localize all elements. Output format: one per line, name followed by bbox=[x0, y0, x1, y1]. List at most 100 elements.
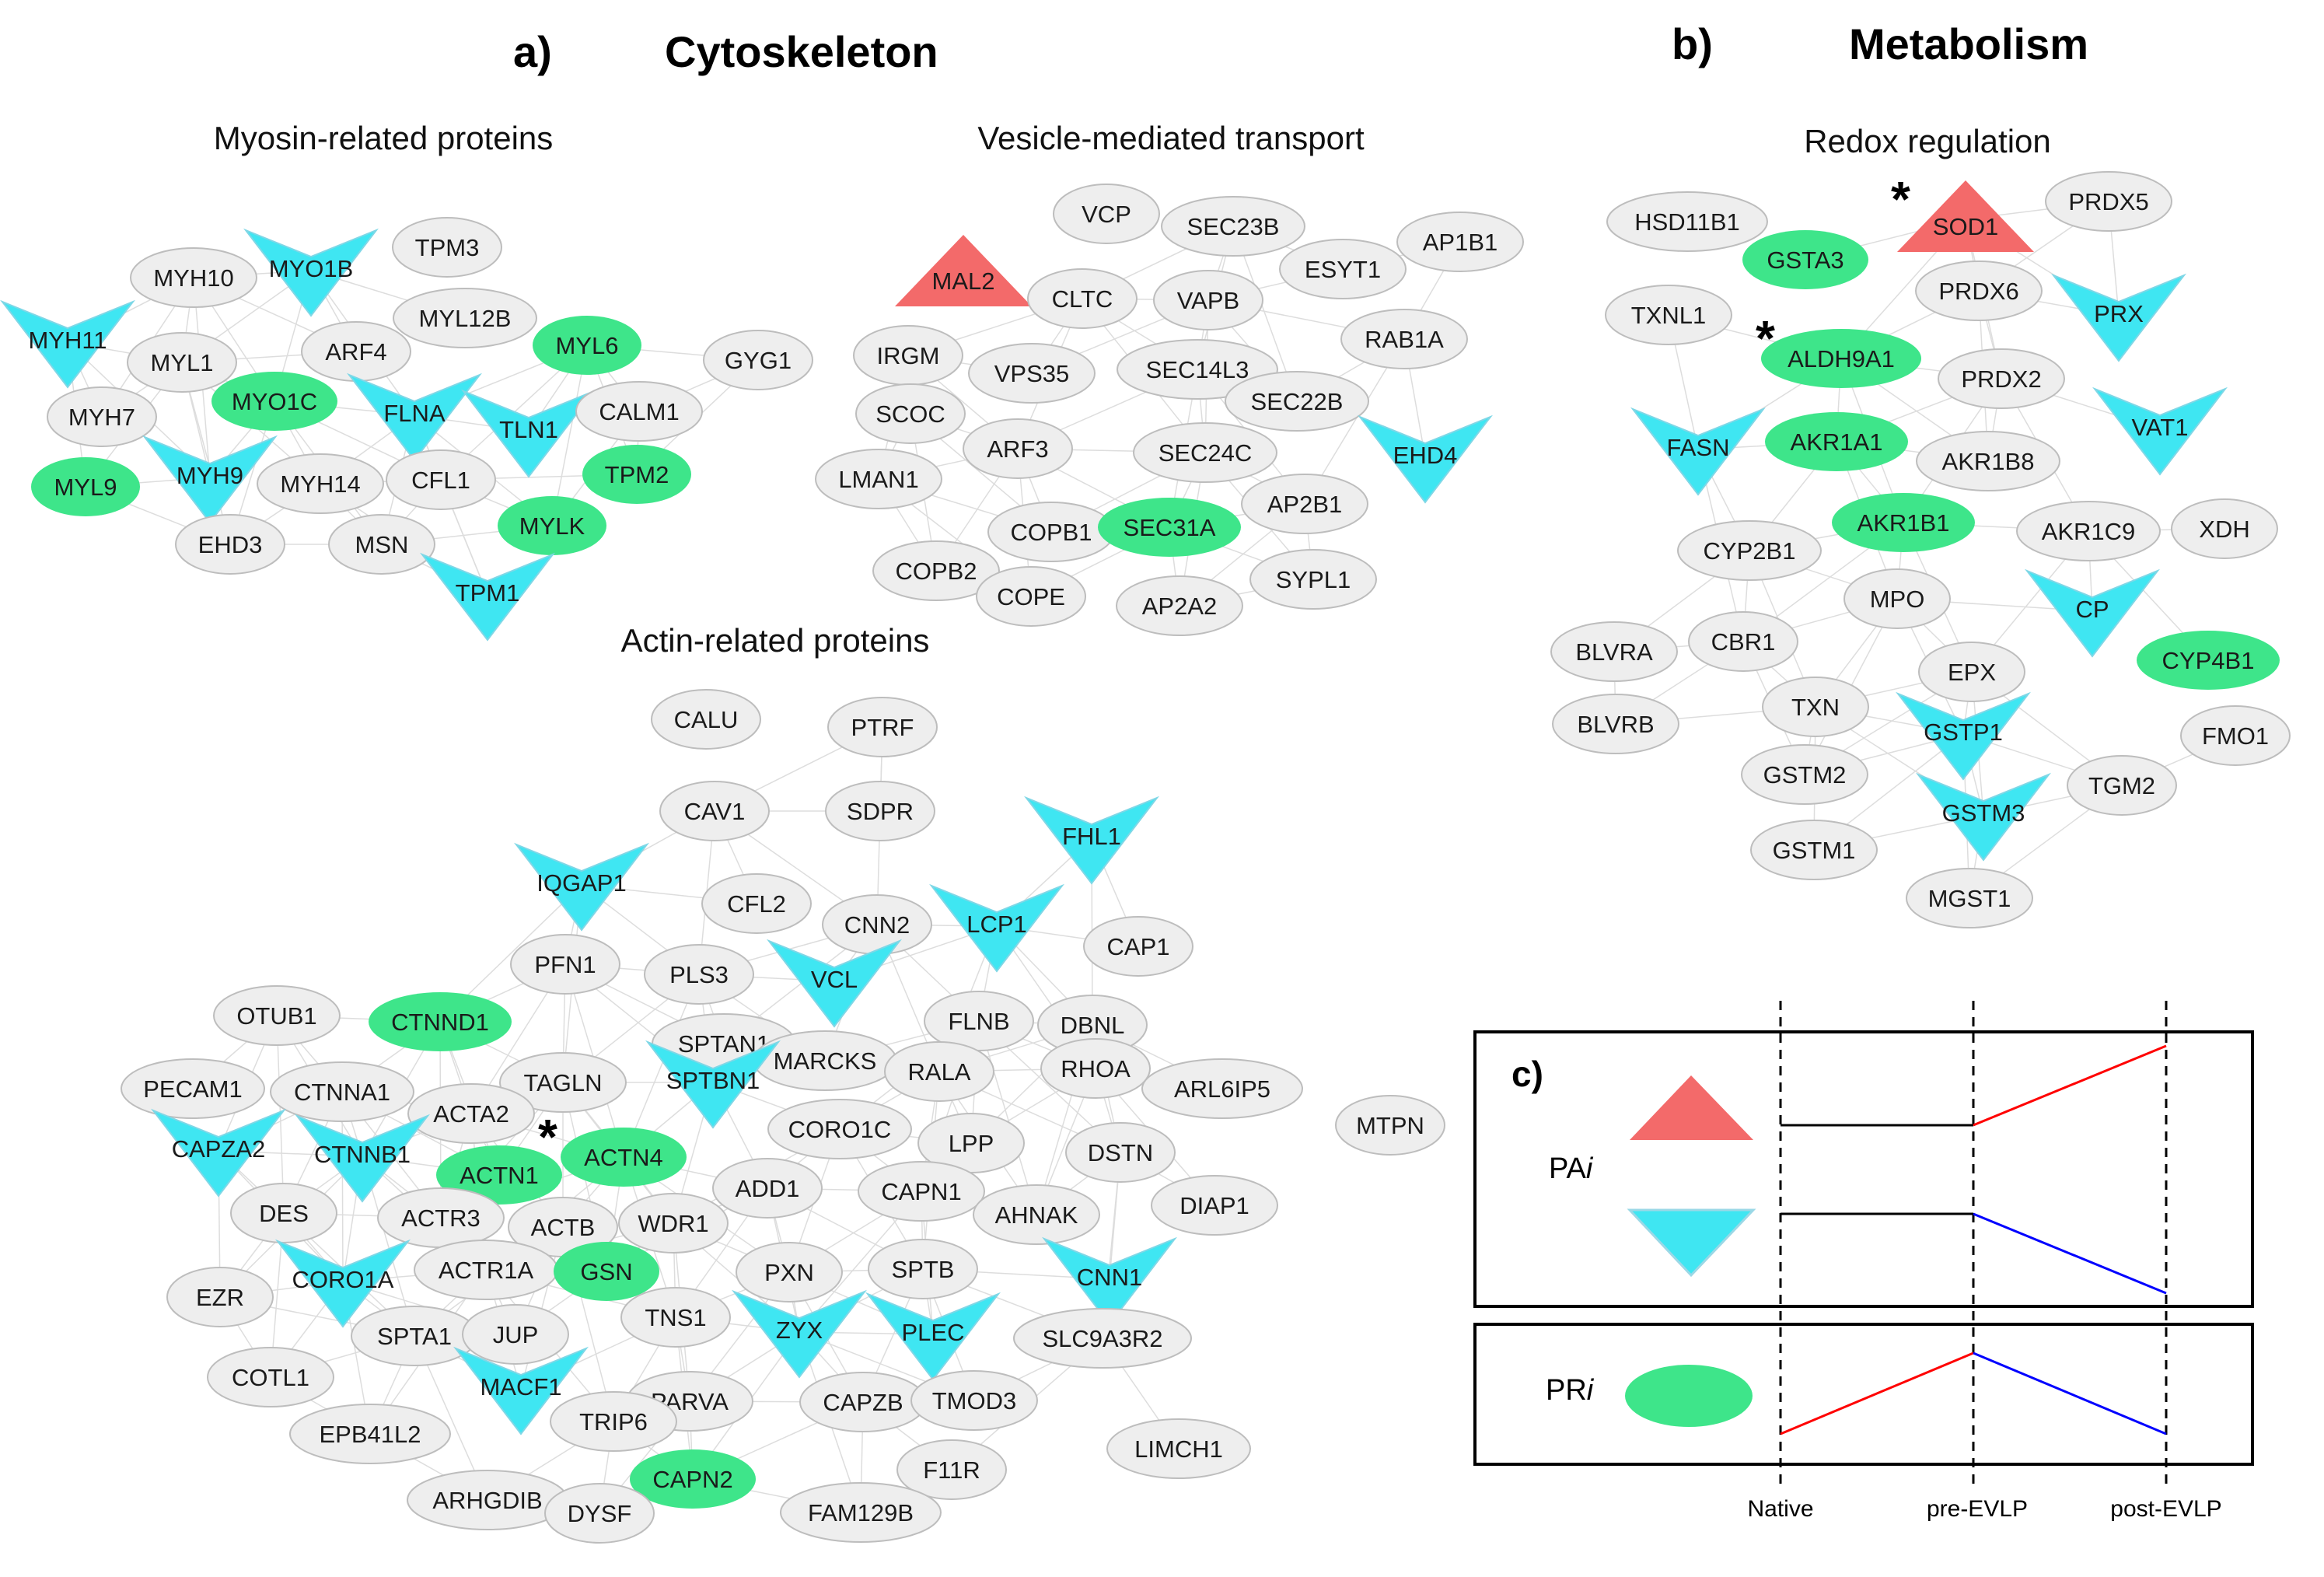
node-slc9a3r2[interactable]: SLC9A3R2 bbox=[1013, 1308, 1192, 1369]
node-limch1[interactable]: LIMCH1 bbox=[1106, 1418, 1251, 1479]
node-scoc[interactable]: SCOC bbox=[855, 383, 966, 444]
node-copb2[interactable]: COPB2 bbox=[872, 540, 1000, 601]
node-arhgdib[interactable]: ARHGDIB bbox=[407, 1470, 568, 1530]
node-vps35[interactable]: VPS35 bbox=[968, 343, 1096, 404]
node-cope[interactable]: COPE bbox=[976, 566, 1086, 627]
node-prdx6[interactable]: PRDX6 bbox=[1915, 261, 2043, 321]
node-vcl[interactable]: VCL bbox=[766, 939, 903, 1028]
node-mgst1[interactable]: MGST1 bbox=[1906, 868, 2033, 928]
node-sypl1[interactable]: SYPL1 bbox=[1249, 549, 1377, 610]
node-irgm[interactable]: IRGM bbox=[853, 325, 963, 386]
node-xdh[interactable]: XDH bbox=[2171, 498, 2278, 559]
node-copb1[interactable]: COPB1 bbox=[987, 502, 1115, 562]
node-akr1a1[interactable]: AKR1A1 bbox=[1765, 412, 1908, 471]
node-prx[interactable]: PRX bbox=[2050, 273, 2187, 362]
node-aldh9a1[interactable]: ALDH9A1* bbox=[1756, 310, 1921, 388]
node-dysf[interactable]: DYSF bbox=[544, 1483, 655, 1544]
node-pxn[interactable]: PXN bbox=[736, 1242, 843, 1303]
node-gsta3[interactable]: GSTA3 bbox=[1742, 230, 1868, 289]
node-ehd4[interactable]: EHD4 bbox=[1357, 414, 1494, 504]
node-akr1b1[interactable]: AKR1B1 bbox=[1832, 493, 1975, 552]
node-jup[interactable]: JUP bbox=[462, 1304, 569, 1365]
node-capn1[interactable]: CAPN1 bbox=[858, 1161, 985, 1222]
node-gstm1[interactable]: GSTM1 bbox=[1750, 820, 1878, 880]
node-ctnna1[interactable]: CTNNA1 bbox=[270, 1061, 414, 1122]
node-actr3[interactable]: ACTR3 bbox=[377, 1187, 505, 1248]
node-tgm2[interactable]: TGM2 bbox=[2067, 755, 2177, 816]
node-capza2[interactable]: CAPZA2 bbox=[150, 1108, 287, 1198]
node-ap1b1[interactable]: AP1B1 bbox=[1396, 212, 1524, 272]
node-sec22b[interactable]: SEC22B bbox=[1225, 371, 1369, 432]
node-tmod3[interactable]: TMOD3 bbox=[910, 1370, 1038, 1431]
node-ptrf[interactable]: PTRF bbox=[827, 697, 938, 757]
node-pfn1[interactable]: PFN1 bbox=[510, 934, 620, 995]
node-actb[interactable]: ACTB bbox=[508, 1197, 618, 1257]
node-cav1[interactable]: CAV1 bbox=[659, 781, 770, 841]
node-add1[interactable]: ADD1 bbox=[712, 1158, 823, 1219]
node-epx[interactable]: EPX bbox=[1918, 642, 2025, 702]
node-mylk[interactable]: MYLK bbox=[498, 496, 606, 555]
node-sec31a[interactable]: SEC31A bbox=[1098, 498, 1241, 557]
node-blvrb[interactable]: BLVRB bbox=[1552, 694, 1679, 754]
node-marcks[interactable]: MARCKS bbox=[753, 1030, 897, 1091]
node-tagln[interactable]: TAGLN bbox=[499, 1052, 627, 1113]
node-rhoa[interactable]: RHOA bbox=[1040, 1038, 1151, 1099]
node-rab1a[interactable]: RAB1A bbox=[1340, 309, 1468, 369]
node-arf4[interactable]: ARF4 bbox=[301, 321, 411, 382]
node-ctnnb1[interactable]: CTNNB1 bbox=[294, 1114, 431, 1203]
node-vat1[interactable]: VAT1 bbox=[2092, 386, 2228, 476]
node-mal2[interactable]: MAL2 bbox=[895, 235, 1032, 306]
node-esyt1[interactable]: ESYT1 bbox=[1279, 239, 1407, 299]
node-blvra[interactable]: BLVRA bbox=[1550, 621, 1678, 682]
node-vapb[interactable]: VAPB bbox=[1153, 270, 1263, 330]
node-prdx5[interactable]: PRDX5 bbox=[2045, 171, 2172, 232]
node-cap1[interactable]: CAP1 bbox=[1083, 916, 1193, 977]
node-cbr1[interactable]: CBR1 bbox=[1688, 611, 1798, 672]
node-cyp4b1[interactable]: CYP4B1 bbox=[2137, 631, 2280, 690]
node-cnn2[interactable]: CNN2 bbox=[822, 894, 932, 955]
node-arl6ip5[interactable]: ARL6IP5 bbox=[1141, 1058, 1303, 1119]
node-fam129b[interactable]: FAM129B bbox=[780, 1482, 942, 1543]
node-fmo1[interactable]: FMO1 bbox=[2180, 705, 2291, 766]
node-ap2a2[interactable]: AP2A2 bbox=[1116, 575, 1243, 636]
node-cfl1[interactable]: CFL1 bbox=[386, 449, 496, 510]
node-capn2[interactable]: CAPN2 bbox=[630, 1449, 756, 1509]
node-myl9[interactable]: MYL9 bbox=[31, 457, 140, 516]
node-acta2[interactable]: ACTA2 bbox=[407, 1083, 535, 1144]
node-lman1[interactable]: LMAN1 bbox=[815, 449, 942, 509]
node-zyx[interactable]: ZYX bbox=[731, 1289, 868, 1379]
node-ehd3[interactable]: EHD3 bbox=[175, 514, 285, 575]
node-otub1[interactable]: OTUB1 bbox=[213, 985, 341, 1046]
node-dbnl[interactable]: DBNL bbox=[1037, 995, 1148, 1055]
node-txn[interactable]: TXN bbox=[1762, 677, 1869, 737]
node-prdx2[interactable]: PRDX2 bbox=[1938, 348, 2065, 409]
node-myh14[interactable]: MYH14 bbox=[257, 453, 384, 514]
node-cfl2[interactable]: CFL2 bbox=[701, 873, 812, 934]
node-arf3[interactable]: ARF3 bbox=[963, 418, 1073, 479]
node-actn1[interactable]: ACTN1 bbox=[436, 1145, 562, 1205]
node-ap2b1[interactable]: AP2B1 bbox=[1241, 474, 1368, 534]
node-epb41l2[interactable]: EPB41L2 bbox=[289, 1404, 451, 1464]
node-tpm1[interactable]: TPM1 bbox=[419, 552, 556, 642]
node-actn4[interactable]: ACTN4* bbox=[538, 1109, 687, 1187]
node-coro1c[interactable]: CORO1C bbox=[767, 1099, 912, 1159]
node-mtpn[interactable]: MTPN bbox=[1335, 1095, 1445, 1156]
node-myh11[interactable]: MYH11 bbox=[0, 299, 136, 389]
node-cyp2b1[interactable]: CYP2B1 bbox=[1677, 520, 1822, 581]
node-cnn1[interactable]: CNN1 bbox=[1041, 1236, 1178, 1326]
node-gstm3[interactable]: GSTM3 bbox=[1915, 772, 2052, 862]
node-sec23b[interactable]: SEC23B bbox=[1161, 196, 1305, 257]
node-tpm2[interactable]: TPM2 bbox=[582, 445, 691, 504]
node-coro1a[interactable]: CORO1A bbox=[274, 1239, 411, 1328]
node-mpo[interactable]: MPO bbox=[1843, 568, 1951, 629]
node-lcp1[interactable]: LCP1 bbox=[928, 883, 1065, 973]
node-akr1c9[interactable]: AKR1C9 bbox=[2016, 501, 2161, 561]
node-ahnak[interactable]: AHNAK bbox=[973, 1184, 1100, 1245]
node-cotl1[interactable]: COTL1 bbox=[207, 1347, 334, 1407]
node-iqgap1[interactable]: IQGAP1 bbox=[513, 842, 650, 932]
node-myh10[interactable]: MYH10 bbox=[130, 247, 257, 308]
node-vcp[interactable]: VCP bbox=[1053, 184, 1160, 244]
node-akr1b8[interactable]: AKR1B8 bbox=[1916, 431, 2060, 491]
node-spta1[interactable]: SPTA1 bbox=[351, 1306, 478, 1366]
node-pls3[interactable]: PLS3 bbox=[644, 944, 754, 1005]
